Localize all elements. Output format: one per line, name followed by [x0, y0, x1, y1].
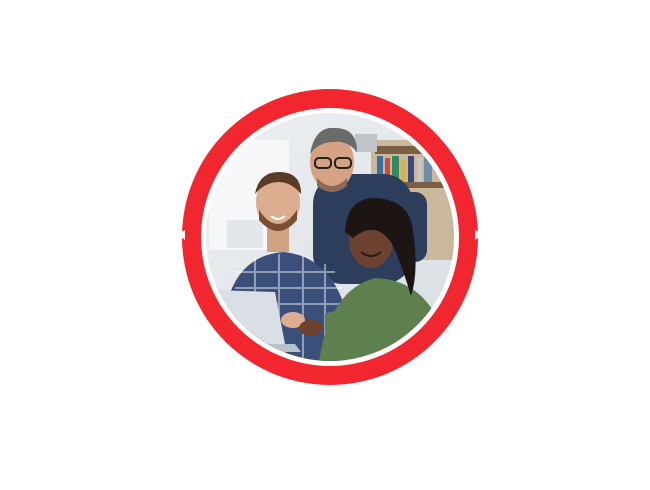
- badge-svg: [177, 89, 483, 385]
- ring-notch-top-right: [411, 106, 421, 114]
- ring-notch-right: [475, 230, 483, 240]
- ring-notch-bottom-right: [437, 336, 455, 344]
- ring-notch-left: [177, 230, 185, 240]
- circular-photo-badge: [175, 82, 485, 392]
- ring-notch-bottom-left: [205, 336, 221, 344]
